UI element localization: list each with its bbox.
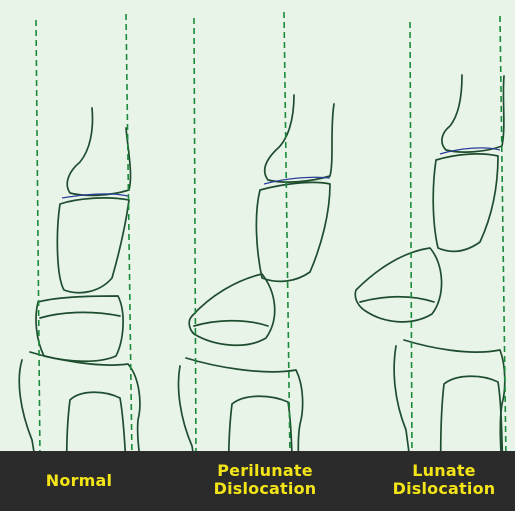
- caption-normal: Normal: [20, 472, 138, 490]
- caption-perilunate: Perilunate Dislocation: [190, 462, 340, 498]
- caption-line: Perilunate: [190, 462, 340, 480]
- caption-line: Lunate: [378, 462, 510, 480]
- caption-line: Dislocation: [190, 480, 340, 498]
- caption-line: Dislocation: [378, 480, 510, 498]
- caption-lunate: Lunate Dislocation: [378, 462, 510, 498]
- caption-line: Normal: [20, 472, 138, 490]
